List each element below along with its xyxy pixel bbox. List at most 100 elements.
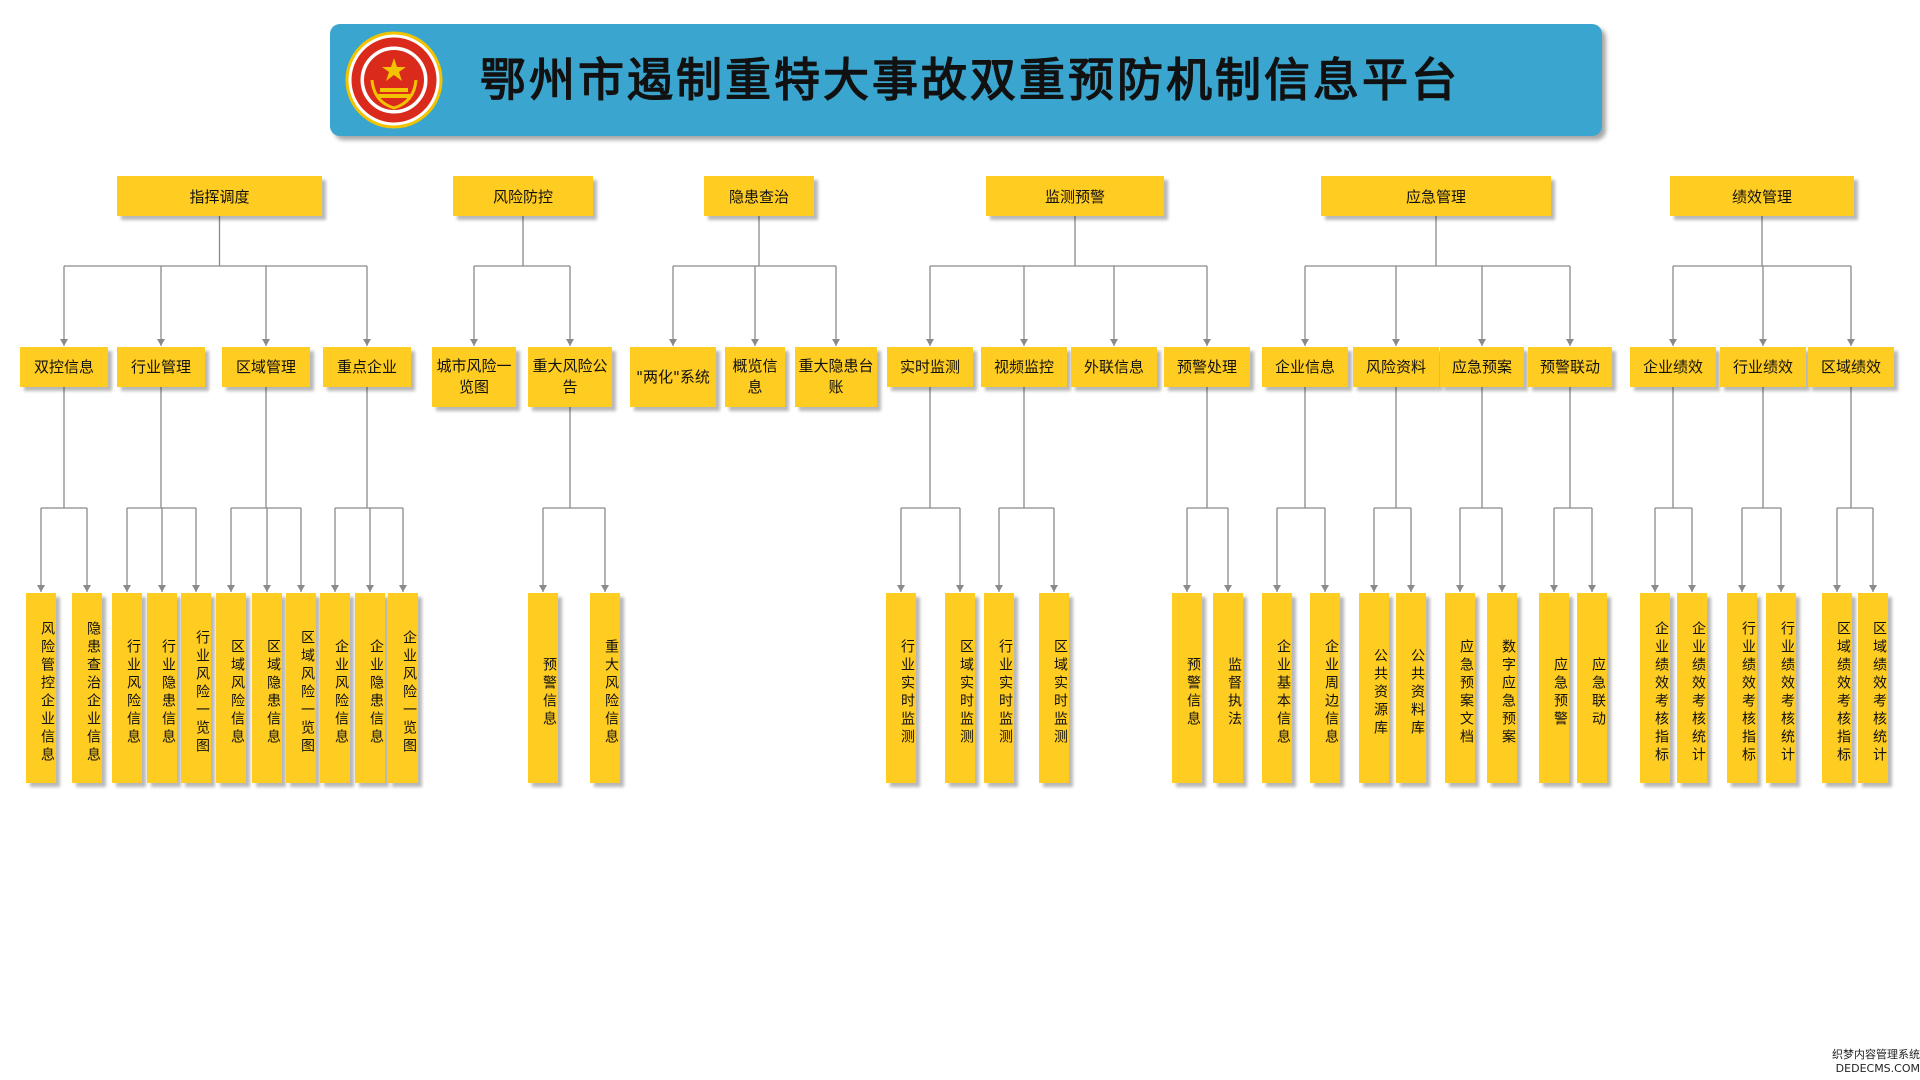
subcategory-2-2[interactable]: 重大风险公告 [528, 347, 612, 407]
leaf-6-1-1[interactable]: 企业绩效考核指标 [1640, 593, 1670, 783]
subcategory-4-3[interactable]: 外联信息 [1071, 347, 1157, 387]
arrow-4-4 [1203, 339, 1211, 346]
leaf-4-1-2[interactable]: 区域实时监测 [945, 593, 975, 783]
arrow-6-3 [1847, 339, 1855, 346]
leaf-1-1-1-label: 风险管控企业信息 [39, 621, 55, 765]
leaf-1-1-1[interactable]: 风险管控企业信息 [26, 593, 56, 783]
subcategory-1-4-label: 重点企业 [336, 357, 397, 376]
subcategory-1-1[interactable]: 双控信息 [20, 347, 108, 387]
subcategory-3-1[interactable]: "两化"系统 [630, 347, 716, 407]
leaf-1-2-3-label: 行业风险一览图 [194, 630, 210, 756]
leaf-6-3-2[interactable]: 区域绩效考核统计 [1858, 593, 1888, 783]
subcategory-3-2[interactable]: 概览信息 [725, 347, 785, 407]
subcategory-5-2[interactable]: 风险资料 [1353, 347, 1439, 387]
leaf-6-1-2-label: 企业绩效考核统计 [1690, 621, 1706, 765]
leaf-1-3-3[interactable]: 区域风险一览图 [286, 593, 316, 783]
leafarrow-5-1-1 [1273, 585, 1281, 592]
leaf-6-2-1-label: 行业绩效考核指标 [1740, 621, 1756, 765]
leaf-5-1-1[interactable]: 企业基本信息 [1262, 593, 1292, 783]
leafarrow-4-4-1 [1183, 585, 1191, 592]
leaf-5-3-1-label: 应急预案文档 [1458, 639, 1474, 747]
leaf-4-2-2[interactable]: 区域实时监测 [1039, 593, 1069, 783]
subcategory-1-2[interactable]: 行业管理 [117, 347, 205, 387]
subcategory-5-3[interactable]: 应急预案 [1440, 347, 1524, 387]
leafarrow-4-1-2 [956, 585, 964, 592]
leaf-5-3-2[interactable]: 数字应急预案 [1487, 593, 1517, 783]
leaf-4-4-1-label: 预警信息 [1185, 657, 1201, 729]
arrow-2-1 [470, 339, 478, 346]
leafarrow-5-3-2 [1498, 585, 1506, 592]
leafarrow-6-3-1 [1833, 585, 1841, 592]
leaf-4-4-2[interactable]: 监督执法 [1213, 593, 1243, 783]
arrow-4-1 [926, 339, 934, 346]
leaf-2-2-1[interactable]: 预警信息 [528, 593, 558, 783]
leafarrow-4-2-2 [1050, 585, 1058, 592]
subcategory-6-1[interactable]: 企业绩效 [1630, 347, 1716, 387]
leaf-1-4-1[interactable]: 企业风险信息 [320, 593, 350, 783]
leaf-2-2-2[interactable]: 重大风险信息 [590, 593, 620, 783]
subcategory-6-2[interactable]: 行业绩效 [1720, 347, 1806, 387]
watermark-line1: 织梦内容管理系统 [1832, 1048, 1920, 1061]
leafarrow-1-4-3 [399, 585, 407, 592]
category-6[interactable]: 绩效管理 [1670, 176, 1854, 216]
leafarrow-6-2-2 [1777, 585, 1785, 592]
leaf-5-2-2[interactable]: 公共资料库 [1396, 593, 1426, 783]
leaf-6-3-1[interactable]: 区域绩效考核指标 [1822, 593, 1852, 783]
category-4[interactable]: 监测预警 [986, 176, 1164, 216]
subcategory-4-2[interactable]: 视频监控 [981, 347, 1067, 387]
category-2[interactable]: 风险防控 [453, 176, 593, 216]
category-1[interactable]: 指挥调度 [117, 176, 322, 216]
leaf-6-2-1[interactable]: 行业绩效考核指标 [1727, 593, 1757, 783]
subcategory-5-4[interactable]: 预警联动 [1528, 347, 1612, 387]
title-banner: 鄂州市遏制重特大事故双重预防机制信息平台 [330, 24, 1602, 136]
subcategory-2-1[interactable]: 城市风险一览图 [432, 347, 516, 407]
subcategory-3-1-label: "两化"系统 [636, 367, 710, 386]
leaf-1-2-3[interactable]: 行业风险一览图 [181, 593, 211, 783]
subcategory-6-2-label: 行业绩效 [1732, 357, 1793, 376]
subcategory-5-1[interactable]: 企业信息 [1262, 347, 1348, 387]
leafarrow-6-3-2 [1869, 585, 1877, 592]
leaf-5-3-1[interactable]: 应急预案文档 [1445, 593, 1475, 783]
leaf-4-4-1[interactable]: 预警信息 [1172, 593, 1202, 783]
subcategory-1-3[interactable]: 区域管理 [222, 347, 310, 387]
subcategory-1-2-label: 行业管理 [130, 357, 191, 376]
leaf-6-1-1-label: 企业绩效考核指标 [1653, 621, 1669, 765]
leaf-1-3-1-label: 区域风险信息 [229, 639, 245, 747]
leaf-1-3-2[interactable]: 区域隐患信息 [252, 593, 282, 783]
leaf-1-1-2[interactable]: 隐患查治企业信息 [72, 593, 102, 783]
leaf-5-4-1[interactable]: 应急预警 [1539, 593, 1569, 783]
arrow-6-1 [1669, 339, 1677, 346]
leaf-1-4-3[interactable]: 企业风险一览图 [388, 593, 418, 783]
leaf-5-4-2[interactable]: 应急联动 [1577, 593, 1607, 783]
subcategory-2-2-label: 重大风险公告 [532, 357, 608, 396]
leafarrow-4-1-1 [897, 585, 905, 592]
leaf-4-2-1[interactable]: 行业实时监测 [984, 593, 1014, 783]
category-2-label: 风险防控 [492, 187, 553, 206]
leaf-6-2-2[interactable]: 行业绩效考核统计 [1766, 593, 1796, 783]
subcategory-5-1-label: 企业信息 [1274, 357, 1335, 376]
leafarrow-1-3-2 [263, 585, 271, 592]
subcategory-3-3[interactable]: 重大隐患台账 [795, 347, 877, 407]
leaf-1-2-2[interactable]: 行业隐患信息 [147, 593, 177, 783]
leaf-2-2-2-label: 重大风险信息 [603, 639, 619, 747]
subcategory-1-4[interactable]: 重点企业 [323, 347, 411, 387]
arrow-3-1 [669, 339, 677, 346]
leaf-1-4-2[interactable]: 企业隐患信息 [355, 593, 385, 783]
leaf-4-1-1-label: 行业实时监测 [899, 639, 915, 747]
leaf-1-3-1[interactable]: 区域风险信息 [216, 593, 246, 783]
category-5[interactable]: 应急管理 [1321, 176, 1551, 216]
leaf-1-4-2-label: 企业隐患信息 [368, 639, 384, 747]
arrow-4-2 [1020, 339, 1028, 346]
leaf-5-2-1[interactable]: 公共资源库 [1359, 593, 1389, 783]
subcategory-4-4[interactable]: 预警处理 [1164, 347, 1250, 387]
subcategory-5-2-label: 风险资料 [1365, 357, 1426, 376]
subcategory-6-3[interactable]: 区域绩效 [1808, 347, 1894, 387]
leaf-4-2-1-label: 行业实时监测 [997, 639, 1013, 747]
leaf-1-2-1[interactable]: 行业风险信息 [112, 593, 142, 783]
leaf-6-1-2[interactable]: 企业绩效考核统计 [1677, 593, 1707, 783]
subcategory-4-1[interactable]: 实时监测 [887, 347, 973, 387]
arrow-5-1 [1301, 339, 1309, 346]
leaf-4-1-1[interactable]: 行业实时监测 [886, 593, 916, 783]
leaf-5-1-2[interactable]: 企业周边信息 [1310, 593, 1340, 783]
category-3[interactable]: 隐患查治 [704, 176, 814, 216]
